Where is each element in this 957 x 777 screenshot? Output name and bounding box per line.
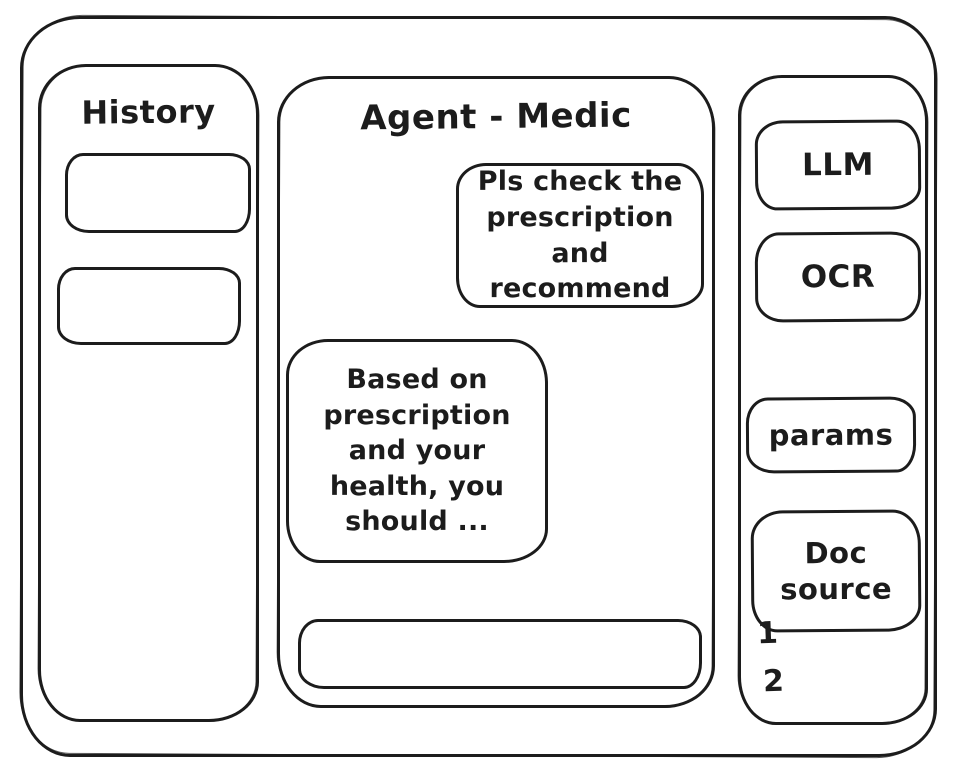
history-title: History xyxy=(81,92,216,132)
tools-panel: LLM OCR params Doc source 1 2 xyxy=(738,75,928,725)
user-message-text: Pls check the prescription and recommend xyxy=(477,166,683,305)
doc-source-button[interactable]: Doc source xyxy=(750,509,922,633)
llm-button-label: LLM xyxy=(801,146,875,183)
app-frame xyxy=(20,16,937,757)
params-button[interactable]: params xyxy=(745,396,917,474)
history-panel: History xyxy=(38,64,259,722)
doc-source-button-label: Doc source xyxy=(780,535,893,607)
chat-title: Agent - Medic xyxy=(360,95,632,139)
annotation-2: 2 xyxy=(762,663,785,700)
assistant-message-text: Based on prescription and your health, y… xyxy=(323,363,511,538)
ocr-button[interactable]: OCR xyxy=(754,231,922,323)
llm-button[interactable]: LLM xyxy=(754,119,922,211)
annotation-1: 1 xyxy=(756,615,779,652)
ocr-button-label: OCR xyxy=(800,258,876,295)
history-item[interactable] xyxy=(65,153,251,233)
chat-panel: Agent - Medic Pls check the prescription… xyxy=(277,76,715,708)
params-button-label: params xyxy=(768,417,894,453)
user-message-bubble: Pls check the prescription and recommend xyxy=(456,163,704,308)
message-input[interactable] xyxy=(298,619,702,689)
history-item[interactable] xyxy=(57,267,241,345)
assistant-message-bubble: Based on prescription and your health, y… xyxy=(286,339,548,563)
